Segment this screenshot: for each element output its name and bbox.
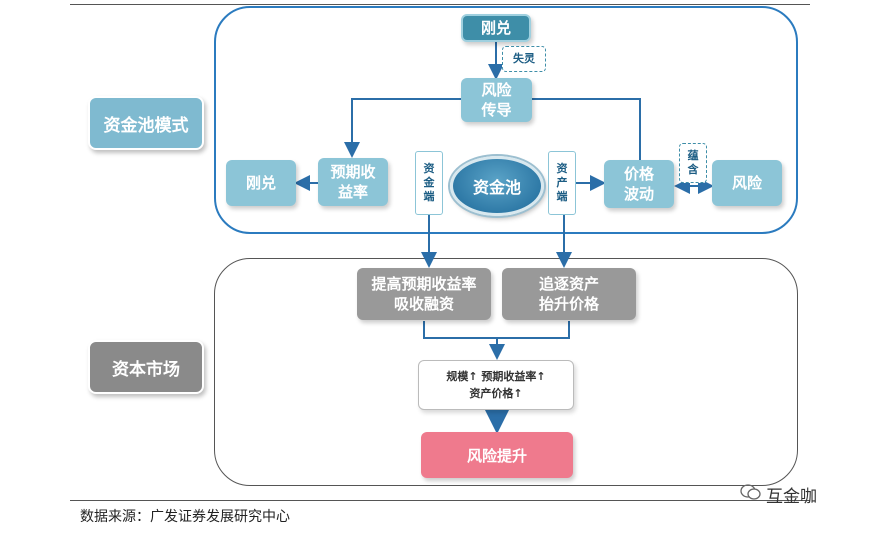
contain-tag: 蕴 含	[679, 143, 707, 183]
data-source: 数据来源：广发证券发展研究中心	[80, 509, 290, 525]
capital-market-label: 资本市场	[88, 340, 204, 394]
contain-char1: 蕴	[687, 149, 699, 162]
risk-transfer-line2: 传导	[481, 101, 512, 119]
chase-assets-node: 追逐资产 抬升价格	[502, 268, 636, 320]
asset-side-tag: 资 产 端	[548, 151, 576, 215]
line-risk-to-price	[532, 98, 641, 160]
shiling-tag: 失灵	[502, 46, 546, 72]
asset-side-char1: 资	[556, 162, 568, 175]
raise-yield-line1: 提高预期收益率	[371, 275, 477, 293]
raise-yield-node: 提高预期收益率 吸收融资	[357, 268, 491, 320]
result-line2: 资产价格↑	[469, 387, 523, 400]
risk-transfer-line1: 风险	[481, 81, 512, 99]
arrow-risk-to-yield	[344, 98, 461, 158]
risk-transfer-node: 风险 传导	[461, 78, 532, 122]
price-volatility-node: 价格 波动	[604, 160, 674, 208]
asset-side-char2: 产	[556, 176, 568, 189]
result-box: 规模↑ 预期收益率↑ 资产价格↑	[418, 360, 574, 410]
expected-yield-line1: 预期收	[330, 163, 376, 181]
wechat-icon	[740, 483, 762, 506]
gangdui-left-node: 刚兑	[226, 160, 296, 206]
price-volatility-line2: 波动	[623, 185, 654, 203]
chase-assets-line1: 追逐资产	[538, 275, 599, 293]
fund-side-char3: 端	[423, 190, 435, 203]
watermark: 互金咖	[740, 482, 817, 507]
fund-side-tag: 资 金 端	[415, 151, 443, 215]
price-volatility-line1: 价格	[623, 165, 654, 183]
watermark-text: 互金咖	[766, 487, 817, 507]
fund-side-char1: 资	[423, 162, 435, 175]
result-line1: 规模↑ 预期收益率↑	[446, 370, 546, 383]
pool-mode-label: 资金池模式	[88, 96, 204, 150]
merge-line	[423, 321, 570, 339]
gangdui-top-node: 刚兑	[461, 14, 531, 42]
risk-right-node: 风险	[712, 160, 782, 206]
capital-pool-node: 资金池	[450, 156, 544, 216]
expected-yield-node: 预期收 益率	[318, 158, 388, 206]
fund-side-char2: 金	[423, 176, 435, 189]
raise-yield-line2: 吸收融资	[393, 295, 454, 313]
risk-up-node: 风险提升	[421, 432, 573, 478]
expected-yield-line2: 益率	[337, 183, 368, 201]
bottom-rule	[70, 500, 810, 501]
chase-assets-line2: 抬升价格	[538, 295, 599, 313]
top-rule	[70, 4, 810, 5]
contain-char2: 含	[687, 163, 699, 176]
asset-side-char3: 端	[556, 190, 568, 203]
